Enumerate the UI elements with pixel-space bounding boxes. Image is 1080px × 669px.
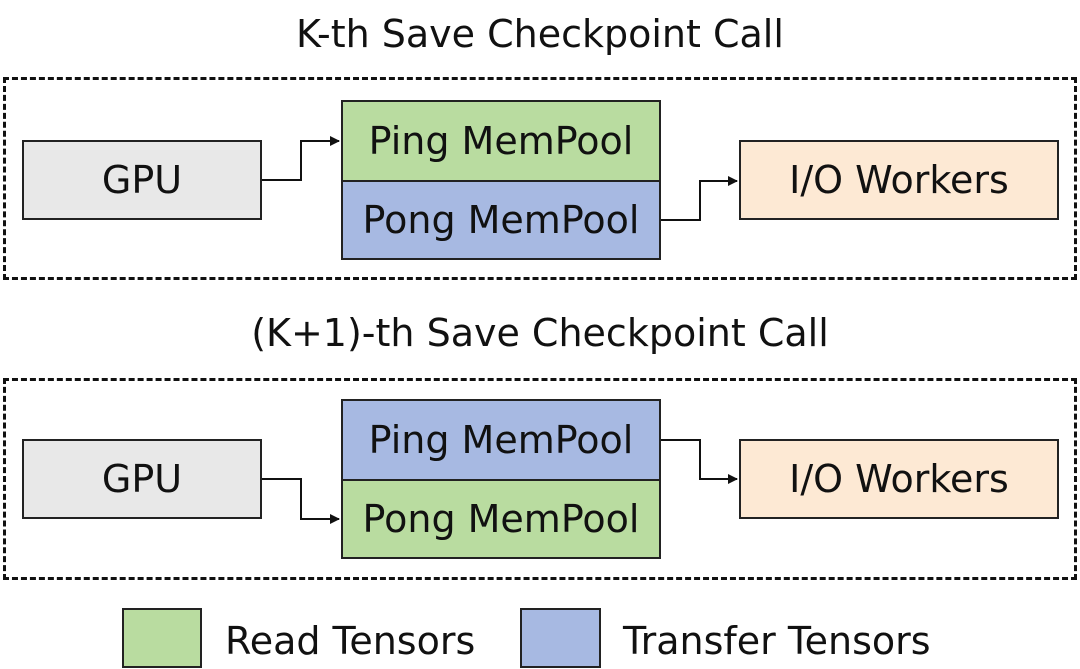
pong-mempool-label: Pong MemPool [362, 198, 640, 242]
legend-label-transfer: Transfer Tensors [623, 619, 931, 663]
ping-mempool-label: Ping MemPool [368, 418, 634, 462]
legend-label-read: Read Tensors [225, 619, 476, 663]
gpu-box: GPU [22, 439, 262, 519]
pong-mempool-box: Pong MemPool [341, 479, 661, 559]
ping-mempool-box: Ping MemPool [341, 100, 661, 182]
gpu-label: GPU [101, 158, 183, 202]
section-frame-k-plus-1 [3, 378, 1077, 580]
legend-swatch-read [122, 608, 202, 668]
section-frame-k [3, 77, 1077, 280]
section-title-k: K-th Save Checkpoint Call [296, 12, 784, 56]
gpu-label: GPU [101, 457, 183, 501]
pong-mempool-box: Pong MemPool [341, 180, 661, 260]
io-workers-label: I/O Workers [789, 158, 1009, 202]
io-workers-label: I/O Workers [789, 457, 1009, 501]
io-workers-box: I/O Workers [739, 439, 1059, 519]
ping-mempool-label: Ping MemPool [368, 119, 634, 163]
arrow-pong-to-io [661, 176, 738, 221]
arrow-ping-to-io [661, 439, 738, 484]
io-workers-box: I/O Workers [739, 140, 1059, 220]
arrow-gpu-to-pong [262, 478, 340, 524]
section-title-k-plus-1: (K+1)-th Save Checkpoint Call [251, 311, 829, 355]
legend-swatch-transfer [520, 608, 601, 668]
arrow-gpu-to-ping [262, 136, 340, 181]
ping-mempool-box: Ping MemPool [341, 399, 661, 481]
pong-mempool-label: Pong MemPool [362, 497, 640, 541]
gpu-box: GPU [22, 140, 262, 220]
